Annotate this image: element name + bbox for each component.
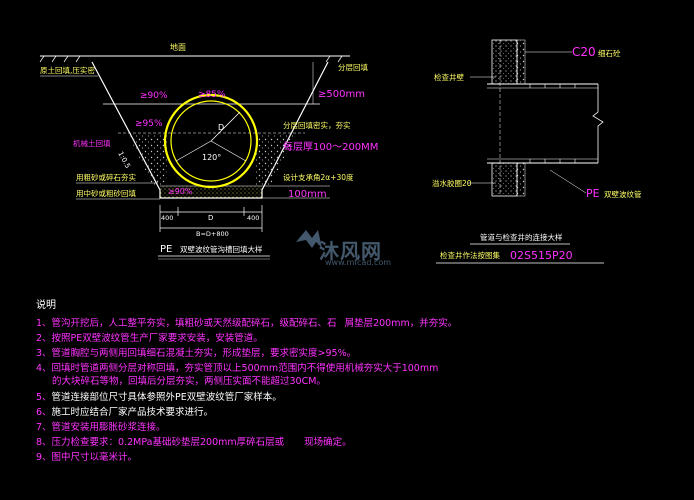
note-item: 7、管道安装用膨胀砂浆连接。: [36, 422, 166, 434]
pipe-outer: [163, 93, 259, 189]
note-item: 6、施工时应结合厂家产品技术要求进行。: [36, 407, 213, 419]
c20-label: C20: [572, 45, 596, 59]
note-number: 7、: [36, 422, 52, 433]
note-item-continued: 的大块碎石等物，回填后分层夯实，两侧压实面不能超过30CM。: [52, 376, 326, 388]
note-text: 管道连接部位尺寸具体参照外PE双壁波纹管厂家样本。: [51, 392, 282, 403]
note-item: 1、管沟开挖后，人工整平夯实，填粗砂或天然级配碎石，级配碎石、石屑垫层200mm…: [36, 318, 457, 330]
caption-right-code: 02S515P20: [510, 249, 573, 262]
note-number: 1、: [36, 318, 52, 329]
note-number: 2、: [36, 333, 52, 344]
break-symbol: [592, 84, 604, 163]
note-text: 施工时应结合厂家产品技术要求进行。: [51, 407, 214, 418]
note-item: 8、压力检查要求：0.2MPa基础砂垫层200mm厚碎石层或 现场确定。: [36, 437, 352, 449]
trench-section: 地面 D 120° ≥90% ≥85% ≥95% ≥90%: [39, 42, 378, 260]
note-number: 6、: [36, 407, 52, 418]
inner-diameter-label: D: [218, 123, 224, 132]
dim-D: D: [208, 214, 213, 222]
note-number: 4、: [36, 363, 52, 374]
well-wall-lower: [491, 162, 518, 197]
note-item: 5、管道连接部位尺寸具体参照外PE双壁波纹管厂家样本。: [36, 392, 282, 404]
note-text-tail: 的大块碎石等物，回填后分层夯实，两侧压实面不能超过30CM。: [52, 376, 326, 387]
note-number: 3、: [36, 348, 52, 359]
compact-90-bottom: ≥90%: [168, 187, 193, 196]
well-wall-label: 检查井壁: [434, 72, 464, 82]
layer-thickness-label: 每层厚100～200MM: [283, 140, 378, 153]
note-text: 图中尺寸以毫米计。: [51, 452, 138, 463]
bottom-dimensions: [159, 205, 263, 232]
note-text: 按照PE双壁波纹管生产厂家要求安装，安装管道。: [51, 333, 263, 344]
note-item: 3、管道胸腔与两侧用回填细石混凝土夯实，形成垫层，要求密实度>95%。: [36, 348, 356, 360]
compact-90: ≥90%: [140, 91, 168, 101]
layer-label: 分层回填: [338, 62, 368, 72]
note-item: 9、图中尺寸以毫米计。: [36, 452, 137, 464]
watermark-url: www.mfcad.com: [325, 258, 392, 267]
dim-400-left: 400: [161, 214, 173, 222]
note-text: 压力检查要求：0.2MPa基础砂垫层200mm厚碎石层或: [51, 437, 285, 448]
caption-left: 双壁波纹管沟槽回填大样: [180, 244, 263, 254]
dim-100-label: 100mm: [288, 189, 327, 200]
note-text: 管道胸腔与两侧用回填细石混凝土夯实，形成垫层，要求密实度>95%。: [51, 348, 357, 359]
note-text-tail: 屑垫层200mm，并夯实。: [344, 318, 458, 329]
note-number: 9、: [36, 452, 52, 463]
layer-compact-label: 分层回填密实，夯实: [283, 120, 351, 130]
well-wall-upper: [491, 39, 518, 85]
gasket-label: 溢水胶圈20: [432, 178, 472, 188]
dim-400-right: 400: [247, 214, 259, 222]
note-text: 管沟开挖后，人工整平夯实，填粗砂或天然级配碎石，级配碎石、石: [51, 318, 337, 329]
note-item: 2、按照PE双壁波纹管生产厂家要求安装，安装管道。: [36, 333, 263, 345]
pe-suffix: 双壁波纹管: [604, 189, 642, 199]
sand-bedding: [160, 186, 262, 198]
pe-label: PE: [586, 187, 600, 200]
side-fill-label: 机械土回填: [73, 138, 111, 148]
dim-500-label: ≥500mm: [318, 89, 365, 100]
angle-label: 120°: [202, 153, 221, 162]
caption-right-1: 管道与检查井的连接大样: [480, 232, 563, 242]
watermark-text: 沐风网: [319, 239, 382, 263]
note-number: 5、: [36, 392, 52, 403]
gravel-fill-right: [254, 134, 296, 186]
note-text: 管道安装用膨胀砂浆连接。: [51, 422, 166, 433]
notes-title: 说明: [36, 300, 56, 311]
slope-label: 1:0.5: [116, 150, 131, 170]
compact-95: ≥95%: [135, 119, 163, 129]
note-item: 4、回填时管道两侧分层对称回填，夯实管顶以上500mm范围内不得使用机械夯实大于…: [36, 363, 438, 375]
sand-label-2: 用中砂或粗砂回填: [76, 188, 136, 198]
dim-total: B=D+800: [196, 230, 229, 238]
c20-suffix: 细石砼: [598, 48, 621, 58]
compact-85: ≥85%: [198, 90, 226, 100]
ground-label: 地面: [170, 42, 186, 52]
note-text-tail: 现场确定。: [304, 437, 352, 448]
sand-label-1: 用粗砂或碎石夯实: [76, 172, 136, 182]
design-angle-label: 设计支承角2α+30度: [283, 172, 354, 182]
note-text: 回填时管道两侧分层对称回填，夯实管顶以上500mm范围内不得使用机械夯实大于10…: [51, 363, 439, 374]
well-connection-section: C20 细石砼 检查井壁 溢水胶圈20 PE 双壁波纹管 管道与检查井的连接大样…: [432, 39, 642, 264]
caption-pe: PE: [160, 244, 172, 255]
ground-hatch: [39, 55, 343, 63]
gravel-fill-left: [128, 134, 168, 186]
pipe-radius-line: [210, 111, 241, 142]
pipe-inner: [170, 100, 252, 182]
backfill-label: 原土回填,压实密: [40, 65, 95, 75]
watermark-logo-icon: [296, 230, 322, 248]
note-number: 8、: [36, 437, 52, 448]
caption-right-2: 检查井作法按图集: [440, 250, 500, 260]
